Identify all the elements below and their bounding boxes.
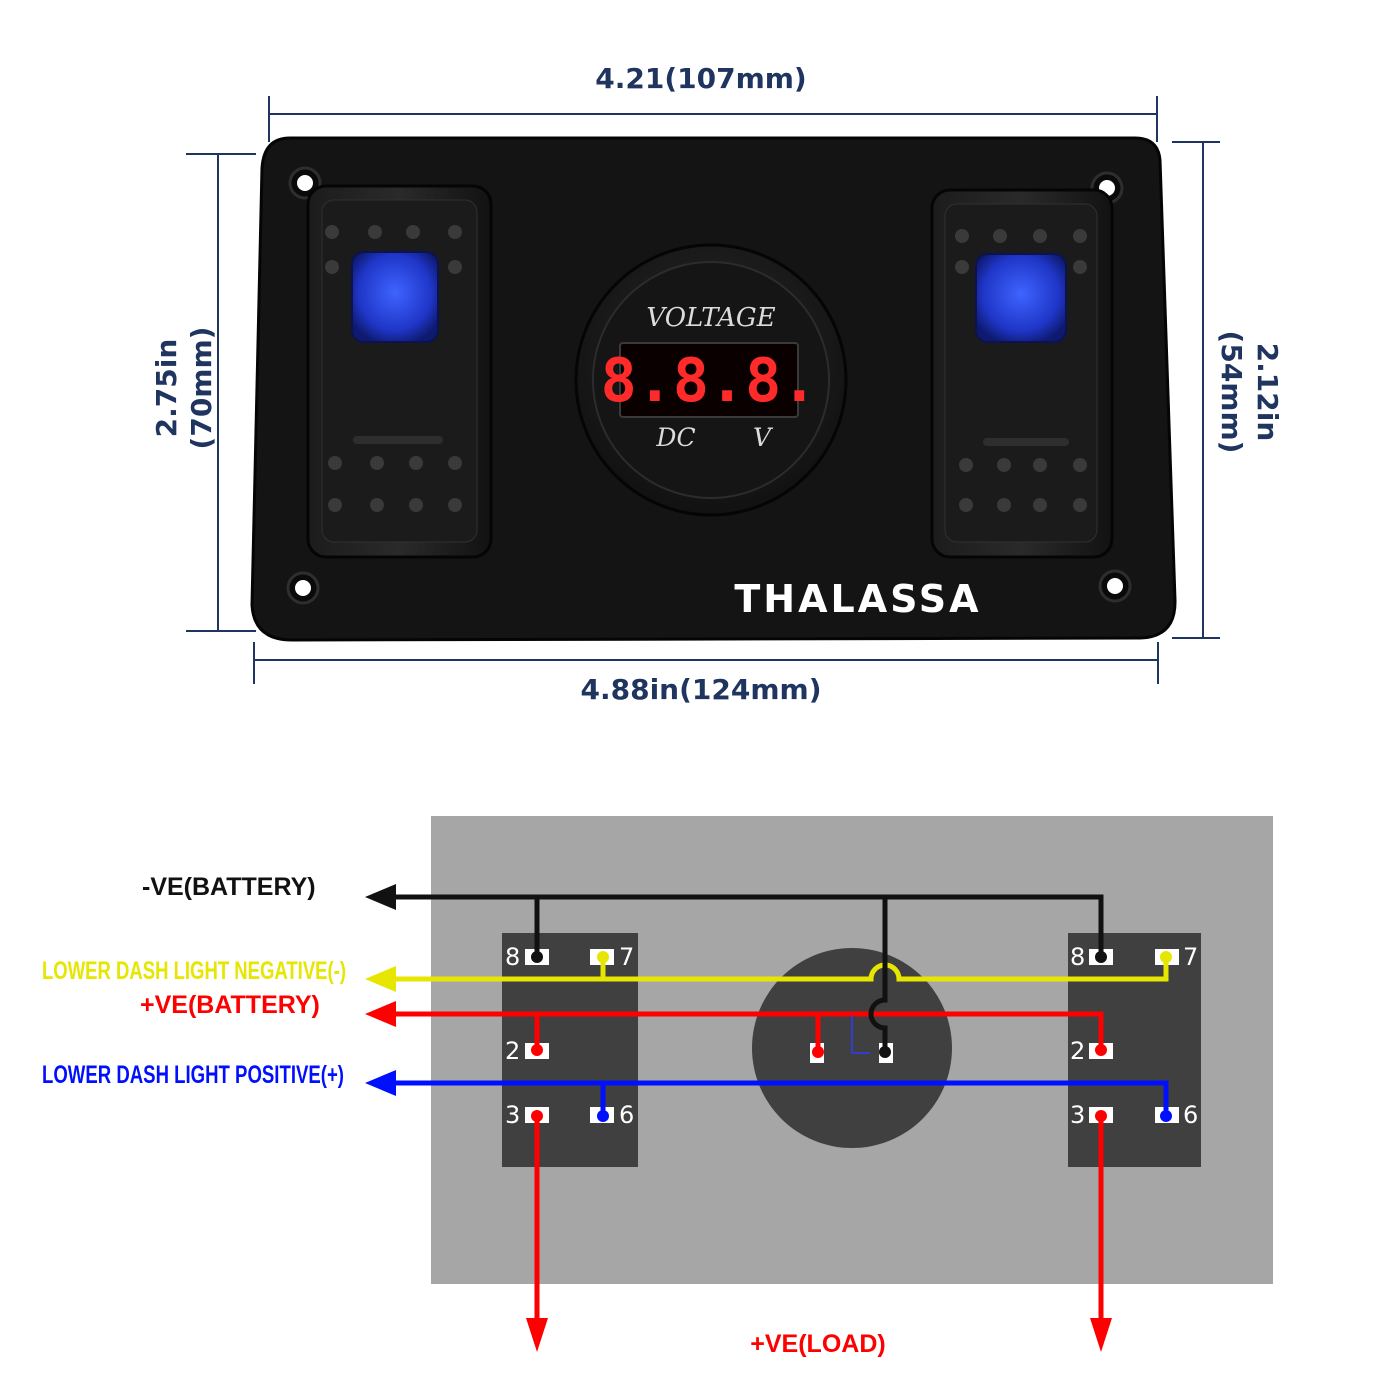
right-pin-3: 3	[1070, 1101, 1085, 1129]
left-height-inch-label: 2.75in	[150, 339, 183, 438]
label-negative-battery: -VE(BATTERY)	[142, 873, 316, 901]
brand-logo: THALASSA	[734, 577, 981, 621]
label-positive-battery: +VE(BATTERY)	[140, 991, 320, 1019]
mounting-hole-bottom-left	[286, 571, 320, 605]
arrow-light-negative	[365, 966, 396, 992]
right-switch-block	[1068, 933, 1201, 1167]
left-pin-3: 3	[505, 1101, 520, 1129]
left-switch-block	[502, 933, 638, 1167]
label-light-negative: LOWER DASH LIGHT NEGATIVE(-)	[42, 957, 346, 985]
right-pin-6: 6	[1183, 1101, 1198, 1129]
right-height-inch-label: 2.12in	[1251, 343, 1284, 442]
right-pin-8: 8	[1070, 943, 1085, 971]
voltmeter-title: VOLTAGE	[646, 303, 775, 333]
left-pin-2: 2	[505, 1037, 520, 1065]
voltmeter: VOLTAGE 8.8.8. DC V	[574, 243, 848, 517]
arrow-light-positive	[365, 1070, 396, 1096]
label-load: +VE(LOAD)	[750, 1330, 885, 1358]
voltmeter-display	[619, 342, 799, 418]
arrow-load-left	[526, 1318, 548, 1352]
voltmeter-pin-marker	[851, 1015, 870, 1054]
label-light-positive: LOWER DASH LIGHT POSITIVE(+)	[42, 1061, 344, 1089]
right-pin-7: 7	[1183, 943, 1198, 971]
left-switch-lamp	[351, 251, 439, 343]
left-height-mm-label: (70mm)	[185, 327, 218, 450]
switch-panel: VOLTAGE 8.8.8. DC V THALASSA	[250, 136, 1177, 642]
left-pin-6: 6	[619, 1101, 634, 1129]
wire-positive-load	[534, 1116, 1104, 1325]
wiring-diagram: 8 7 2 3 6 8 7 2 3 6	[42, 816, 1273, 1358]
bottom-width-label: 4.88in(124mm)	[580, 673, 821, 706]
right-switch-lamp	[975, 253, 1067, 343]
right-height-mm-label: (54mm)	[1215, 331, 1248, 454]
right-rocker-switch[interactable]	[930, 188, 1114, 559]
top-width-label: 4.21(107mm)	[595, 62, 806, 95]
voltmeter-digits: 8.8.8.	[601, 346, 818, 416]
dimension-lines	[186, 96, 1220, 684]
left-pin-8: 8	[505, 943, 520, 971]
right-pin-2: 2	[1070, 1037, 1085, 1065]
left-pin-7: 7	[619, 943, 634, 971]
voltmeter-v-label: V	[753, 423, 774, 452]
left-rocker-switch[interactable]	[306, 184, 493, 559]
voltmeter-dc-label: DC	[655, 423, 695, 452]
mounting-hole-bottom-right	[1098, 569, 1132, 603]
arrow-negative-battery	[365, 884, 396, 910]
wire-negative-battery	[390, 894, 1104, 1052]
arrow-load-right	[1090, 1318, 1112, 1352]
arrow-positive-battery	[365, 1001, 396, 1027]
connection-dots	[531, 951, 1172, 1122]
